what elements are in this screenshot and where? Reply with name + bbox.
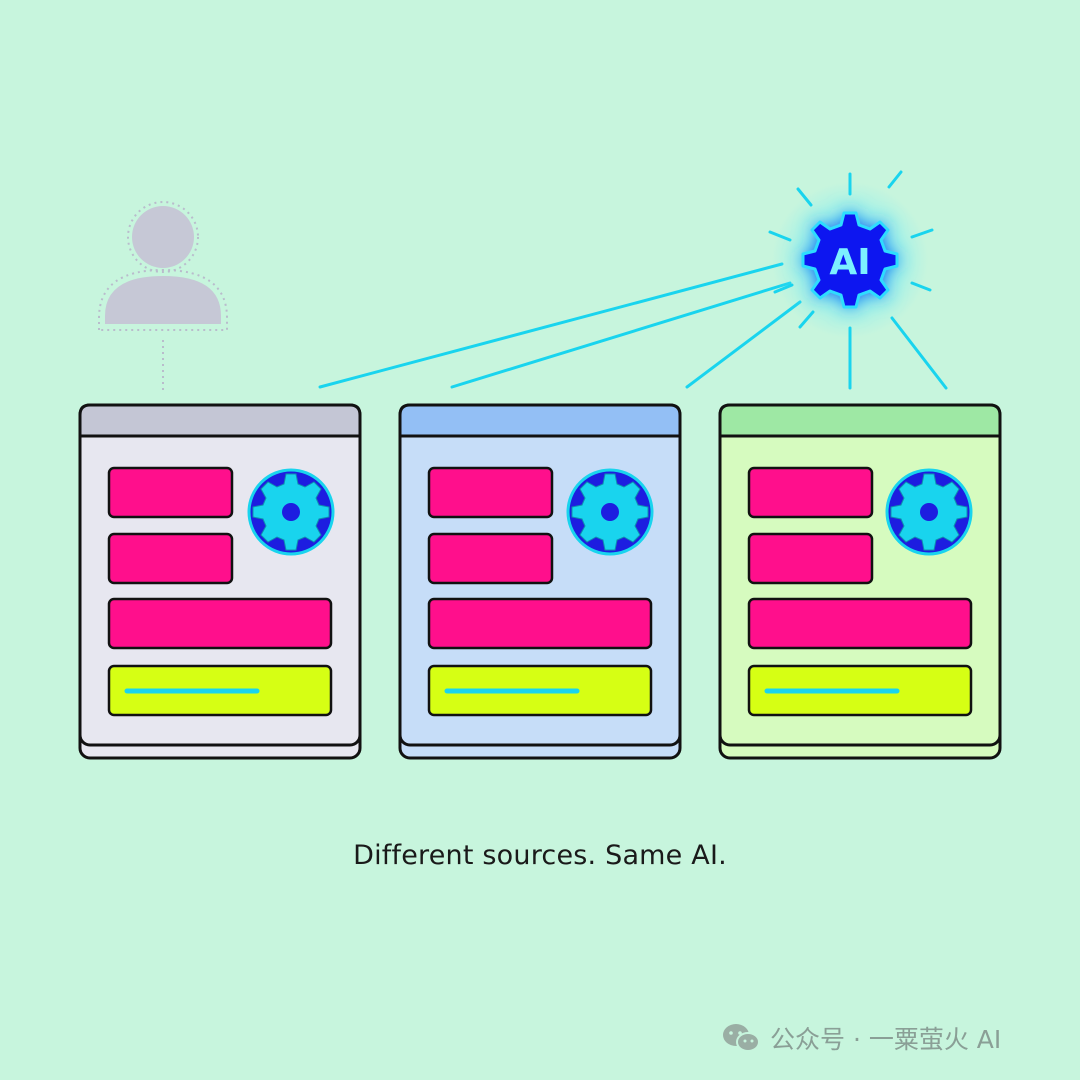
- window-title-bar: [398, 403, 682, 438]
- ai-gear-icon: [768, 170, 948, 390]
- user-silhouette-icon: [98, 201, 228, 394]
- source-window-green: [718, 403, 1002, 760]
- source-window-gray: [78, 403, 362, 760]
- window-title-bar: [78, 403, 362, 438]
- wechat-icon: [723, 1024, 760, 1052]
- content-block-wide: [107, 597, 333, 650]
- gear-icon: [566, 468, 654, 556]
- content-block-wide: [747, 597, 973, 650]
- watermark: 公众号 · 一粟萤火 AI: [722, 1020, 1001, 1056]
- watermark-text: 公众号 · 一粟萤火 AI: [770, 1025, 1002, 1054]
- gear-icon: [885, 468, 973, 556]
- gear-icon: [247, 468, 335, 556]
- caption: Different sources. Same AI.: [353, 840, 727, 871]
- window-title-bar: [718, 403, 1002, 438]
- content-block: [107, 532, 234, 585]
- source-window-blue: [398, 403, 682, 760]
- content-block: [747, 466, 874, 519]
- ai-connector-lines: [318, 262, 802, 389]
- content-block: [107, 466, 234, 519]
- ai-badge-label: AI: [829, 242, 870, 283]
- content-block: [427, 466, 554, 519]
- content-block-wide: [427, 597, 653, 650]
- content-block: [747, 532, 874, 585]
- content-block: [427, 532, 554, 585]
